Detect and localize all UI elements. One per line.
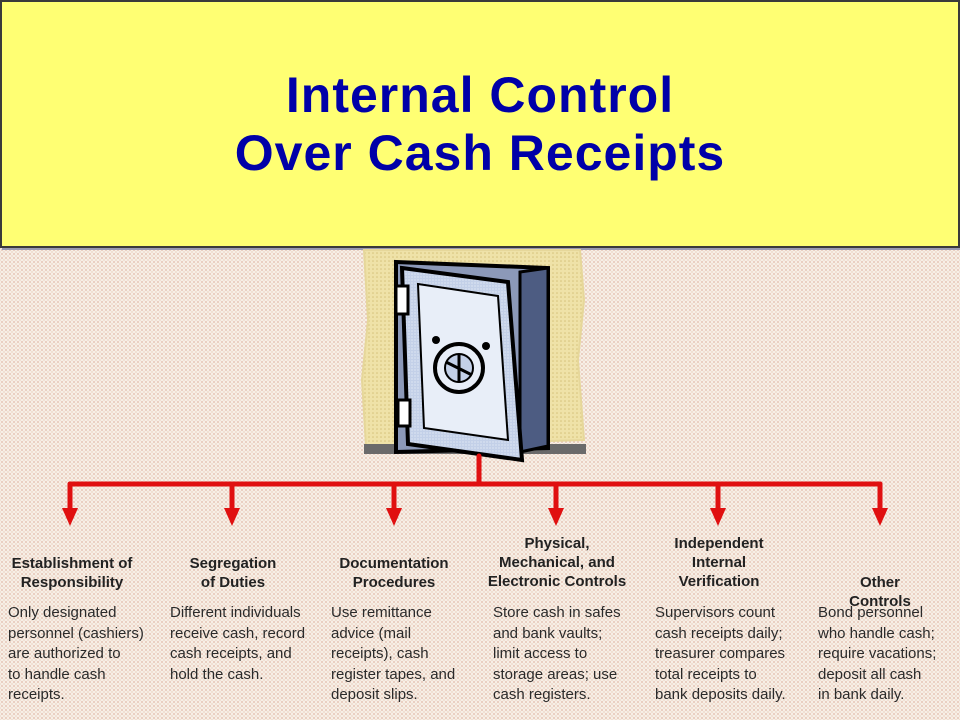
control-heading-physical: Physical, Mechanical, and Electronic Con… — [487, 535, 627, 590]
slide-title-line-1: Internal Control — [285, 67, 675, 123]
arrowhead-4 — [548, 508, 564, 526]
slide-title-line-2: Over Cash Receipts — [234, 125, 726, 181]
control-heading-other: Other Controls — [849, 574, 911, 610]
bank-vault-safe-icon — [360, 249, 586, 463]
control-heading-segregation: Segregation of Duties — [189, 555, 277, 591]
control-text-documentation: Use remittance advice (mail receipts), c… — [331, 604, 456, 703]
control-text-segregation: Different individuals receive cash, reco… — [170, 604, 306, 683]
arrowhead-5 — [710, 508, 726, 526]
arrowhead-3 — [386, 508, 402, 526]
control-heading-documentation: Documentation Procedures — [339, 555, 449, 591]
control-text-physical: Store cash in safes and bank vaults; lim… — [493, 604, 621, 703]
title-box: Internal Control Over Cash Receipts — [0, 0, 960, 248]
arrowhead-6 — [872, 508, 888, 526]
control-text-verification: Supervisors count cash receipts daily; t… — [655, 604, 786, 703]
control-heading-responsibility: Establishment of Responsibility — [11, 555, 133, 591]
control-text-responsibility: Only designated personnel (cashiers) are… — [8, 604, 144, 703]
control-text-other: Bond personnel who handle cash; require … — [818, 604, 937, 703]
arrowhead-1 — [62, 508, 78, 526]
connector-arrowheads — [62, 508, 888, 526]
connector-lines — [67, 453, 883, 515]
arrowhead-2 — [224, 508, 240, 526]
control-heading-verification: Independent Internal Verification — [674, 535, 764, 590]
